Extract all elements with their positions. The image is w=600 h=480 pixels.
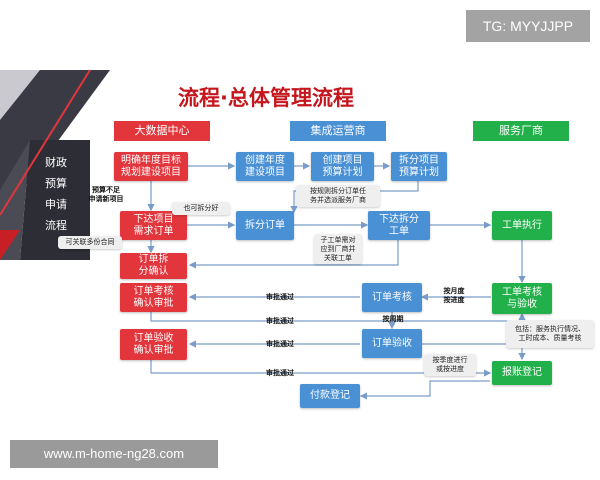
red-diagonal — [0, 69, 91, 216]
label-review-pass: 审批通过 — [266, 293, 294, 301]
node-define-annual-goals[interactable]: 明确年度目标 规划建设项目 — [114, 152, 188, 181]
node-label: 订单拆 分确认 — [138, 254, 169, 277]
note-text: 按规则拆分订单任 务并选派服务厂商 — [310, 187, 366, 204]
watermark-sohu: 搜狐号@无忧知识星球 — [462, 388, 572, 401]
node-payment-register[interactable]: 付款登记 — [300, 384, 360, 408]
note-sub-ticket: 子工单需对 应到厂商并 关联工单 — [314, 234, 362, 264]
node-label: 报账登记 — [502, 367, 542, 378]
node-label: 订单考核 确认审批 — [133, 285, 174, 309]
node-split-order[interactable]: 拆分订单 — [236, 211, 294, 240]
node-label: 创建年度 建设项目 — [245, 154, 285, 178]
side-menu-item[interactable]: 流程 — [45, 219, 67, 232]
note-split-by-rule: 按规则拆分订单任 务并选派服务厂商 — [296, 185, 380, 207]
side-menu-item[interactable]: 财政 — [45, 156, 67, 169]
node-label: 订单验收 确认审批 — [133, 332, 174, 356]
node-order-assess-approval[interactable]: 订单考核 确认审批 — [120, 283, 187, 312]
node-label: 工单执行 — [502, 219, 542, 231]
node-label: 订单验收 — [372, 337, 412, 349]
note-text: 可关联多份合同 — [65, 238, 115, 246]
dark-panel — [20, 140, 90, 260]
label-review-pass: 审批通过 — [266, 317, 294, 325]
node-label: 创建项目 预算计划 — [322, 154, 363, 178]
node-ticket-execution[interactable]: 工单执行 — [492, 211, 552, 240]
note-by-quarter: 按季度进行 或按进度 — [424, 354, 476, 376]
note-multi-contract: 可关联多份合同 — [58, 236, 122, 249]
side-menu-item[interactable]: 申请 — [45, 198, 67, 211]
node-split-budget-plan[interactable]: 拆分项目 预算计划 — [391, 152, 447, 181]
watermark-url: www.m-home-ng28.com — [10, 440, 218, 468]
node-order-accept-approval[interactable]: 订单验收 确认审批 — [120, 329, 187, 360]
node-label: 工单考核 与验收 — [502, 286, 542, 310]
red-shard — [0, 230, 20, 260]
node-ticket-assess-accept[interactable]: 工单考核 与验收 — [492, 283, 552, 314]
page-title: 流程·总体管理流程 — [178, 86, 354, 110]
column-header-integrator: 集成运营商 — [290, 121, 386, 141]
node-order-split-confirm[interactable]: 订单拆 分确认 — [120, 253, 187, 279]
note-text: 子工单需对 应到厂商并 关联工单 — [320, 235, 356, 262]
watermark-tg: TG: MYYJJPP — [466, 10, 590, 42]
light-triangle — [0, 70, 40, 120]
note-text: 按季度进行 或按进度 — [432, 356, 468, 373]
node-label: 明确年度目标 规划建设项目 — [121, 154, 181, 178]
node-create-annual-project[interactable]: 创建年度 建设项目 — [236, 152, 294, 181]
node-label: 付款登记 — [310, 390, 350, 401]
note-text: 也可拆分好 — [183, 204, 219, 212]
label-by-period: 按周期 — [382, 315, 404, 323]
side-menu: 财政 预算 申请 流程 — [36, 152, 76, 240]
node-order-accept[interactable]: 订单验收 — [362, 329, 422, 358]
note-can-split: 也可拆分好 — [172, 202, 230, 215]
label-by-month: 按月度 按进度 — [443, 287, 465, 304]
node-reimburse-register[interactable]: 报账登记 — [492, 361, 552, 385]
label-review-pass: 审批通过 — [266, 340, 294, 348]
node-issue-demand-order[interactable]: 下达项目 需求订单 — [120, 211, 187, 240]
side-menu-item[interactable]: 预算 — [45, 177, 67, 190]
node-label: 拆分订单 — [245, 219, 285, 231]
note-includes: 包括：服务执行情况、 工时成本、质量考核 — [506, 320, 594, 348]
column-header-bigdata: 大数据中心 — [114, 121, 210, 141]
note-text: 包括：服务执行情况、 工时成本、质量考核 — [515, 325, 585, 342]
node-label: 下达项目 需求订单 — [133, 213, 174, 237]
node-label: 订单考核 — [372, 291, 412, 303]
node-label: 下达拆分 工单 — [379, 213, 419, 237]
node-create-budget-plan[interactable]: 创建项目 预算计划 — [311, 152, 374, 181]
label-review-pass: 审批通过 — [266, 369, 294, 377]
node-issue-split-ticket[interactable]: 下达拆分 工单 — [368, 211, 430, 240]
node-order-assess[interactable]: 订单考核 — [362, 283, 422, 312]
column-header-vendor: 服务厂商 — [473, 121, 569, 141]
node-label: 拆分项目 预算计划 — [399, 154, 439, 178]
note-budget-short: 预算不足 申请新项目 — [88, 186, 124, 203]
